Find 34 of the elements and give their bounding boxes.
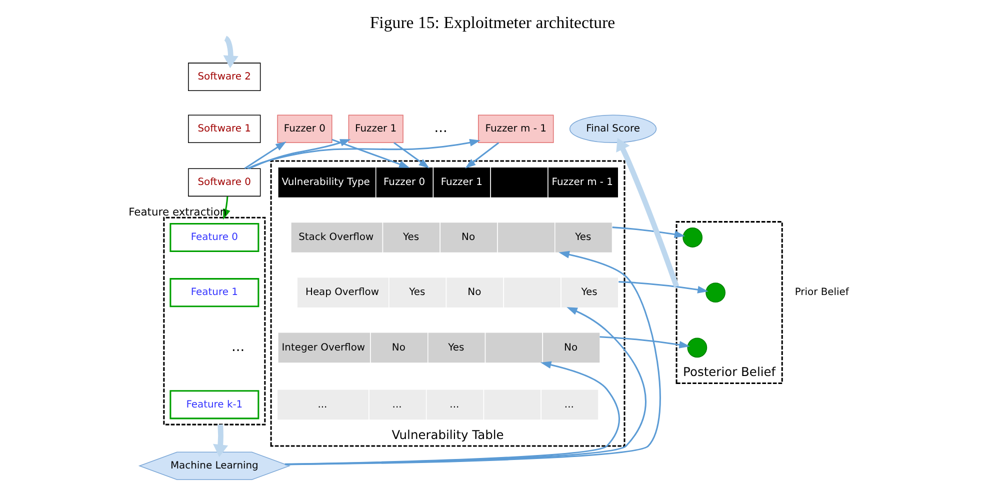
- arrow: [616, 138, 679, 288]
- arrow: [618, 281, 708, 294]
- arrow: [612, 226, 685, 238]
- node-box: Software 1: [188, 114, 260, 144]
- arrow: [222, 36, 238, 68]
- arrow: [248, 139, 350, 170]
- arrow: [331, 138, 410, 168]
- arrow: [246, 138, 480, 170]
- label: Prior Belief: [794, 287, 848, 298]
- node-circle: [682, 228, 702, 248]
- arrow: [284, 307, 646, 466]
- label: ...: [434, 120, 447, 136]
- cluster: Posterior Belief: [675, 221, 782, 384]
- arrow: [393, 142, 429, 168]
- node-box: Software 0: [188, 168, 260, 197]
- arrow: [285, 250, 660, 466]
- arrow: [212, 424, 228, 457]
- node-box: Feature k-1: [169, 390, 259, 420]
- node-box: Fuzzer 1: [348, 114, 403, 144]
- cluster: [162, 216, 266, 426]
- node-box: Software 2: [188, 62, 260, 91]
- node-circle: [705, 282, 725, 303]
- diagram-title: Figure 15: Exploitmeter architecture: [369, 12, 615, 32]
- arrow: [284, 361, 620, 465]
- node-circle: [686, 338, 707, 358]
- node-box: Fuzzer 0: [276, 114, 332, 144]
- arrow: [244, 142, 286, 170]
- arrow: [464, 142, 499, 168]
- node-ellipse: Final Score: [568, 114, 656, 144]
- node-box: Fuzzer m - 1: [478, 114, 554, 144]
- label: ...: [231, 339, 244, 356]
- arrow: [599, 336, 690, 348]
- node-box: Feature 0: [169, 222, 259, 252]
- node-box: Feature 1: [169, 278, 259, 308]
